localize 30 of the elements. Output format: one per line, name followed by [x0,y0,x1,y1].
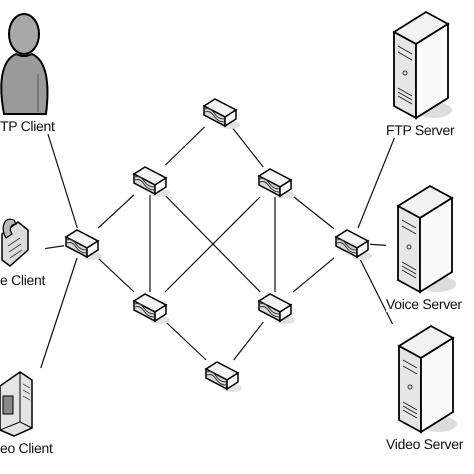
connection-line [370,244,386,246]
connection-line [45,245,64,250]
router-icon [257,167,293,197]
connection-line [40,258,78,368]
connection-line [358,138,395,228]
router-icon [64,228,100,258]
node-label: Voice Server [386,296,462,312]
router-icon [257,292,293,322]
connection-line [47,134,78,228]
router-icon [202,97,238,127]
router-icon [132,165,168,195]
connection-line [98,258,134,292]
router-icon [132,292,168,322]
connection-line [233,322,264,360]
node-label: FTP Server [386,122,454,138]
connection-line [358,258,394,324]
node-label: TP Client [0,118,55,134]
connection-line [292,258,334,292]
router-icon [204,360,240,390]
node-label: e Client [0,272,46,288]
connection-line [149,195,151,292]
connection-line [165,126,205,166]
connection-line [98,194,134,228]
router-icon [334,228,370,258]
connection-line [274,197,276,292]
node-label: eo Client [0,440,53,456]
connection-line [165,322,207,360]
node-label: Video Server [386,436,464,452]
connection-line [292,196,334,230]
connection-line [231,126,264,168]
